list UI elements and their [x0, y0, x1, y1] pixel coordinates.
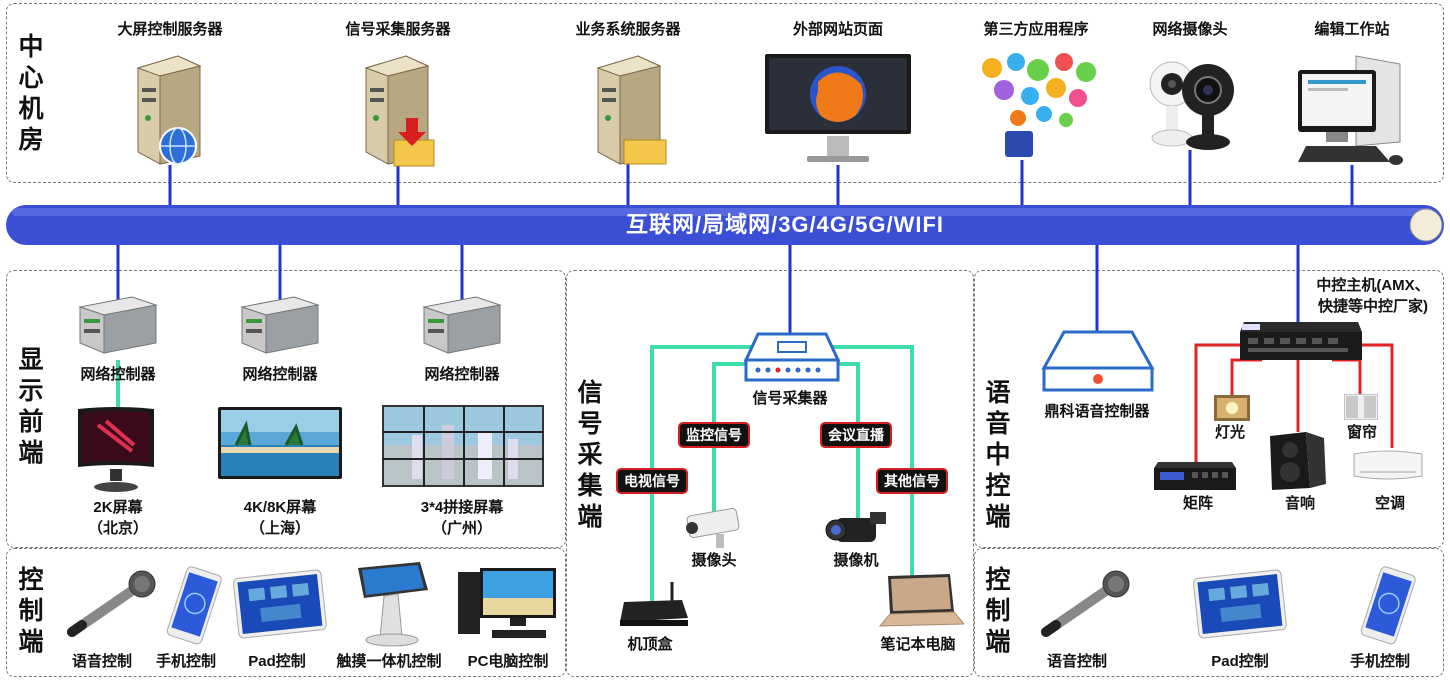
screen-label-3: 3*4拼接屏幕 （广州）	[421, 497, 504, 539]
section-label-voice: 语音中控端	[985, 379, 1011, 531]
controller-label-2: 网络控制器	[242, 366, 318, 383]
voice-device-label-light: 灯光	[1214, 424, 1246, 441]
section-label-control-left: 控制端	[18, 566, 44, 656]
ctrl-left-label-1: 手机控制	[155, 653, 217, 670]
voice-device-label-matrix: 矩阵	[1182, 495, 1214, 512]
ctrl-left-label-2: Pad控制	[248, 653, 306, 670]
control-right-box	[974, 548, 1444, 677]
touch-kiosk-icon	[358, 562, 428, 647]
signal-pill-meeting: 会议直播	[820, 422, 892, 448]
display-front-box	[6, 270, 566, 548]
phone-icon	[166, 566, 222, 645]
surveillance-camera-icon	[686, 508, 740, 548]
network-controller-1-icon	[78, 296, 158, 354]
matrix-icon	[1154, 462, 1236, 490]
control-left-box	[6, 548, 566, 677]
server-globe-icon	[136, 55, 202, 165]
set-top-box-icon	[620, 582, 688, 626]
central-host-label: 中控主机(AMX、 快捷等中控厂家)	[1316, 275, 1429, 317]
microphone-icon	[67, 570, 156, 637]
network-controller-2-icon	[240, 296, 320, 354]
air-conditioner-icon	[1353, 450, 1423, 480]
central-host-icon	[1240, 322, 1362, 360]
screen-label-2: 4K/8K屏幕 （上海）	[244, 497, 317, 539]
source-label-camera: 摄像头	[691, 552, 737, 569]
server-download-icon	[364, 55, 435, 167]
screen-city-2: （上海）	[249, 520, 310, 537]
bus-label: 互联网/局域网/3G/4G/5G/WIFI	[625, 212, 945, 237]
ctrl-right-label-1: Pad控制	[1211, 653, 1269, 670]
screen-name-3: 3*4拼接屏幕	[420, 499, 504, 516]
server-folder-icon	[596, 55, 667, 165]
ctrl-right-label-2: 手机控制	[1349, 653, 1411, 670]
center-device-label-1: 信号采集服务器	[345, 21, 451, 38]
center-room-box	[6, 3, 1444, 183]
pad-icon	[232, 569, 327, 639]
ctrl-left-label-0: 语音控制	[71, 653, 133, 670]
ctrl-left-label-3: 触摸一体机控制	[336, 653, 442, 670]
center-device-label-6: 编辑工作站	[1314, 21, 1390, 38]
video-camera-icon	[825, 512, 886, 542]
section-label-display: 显示前端	[18, 346, 44, 467]
central-host-line2: 快捷等中控厂家)	[1318, 298, 1428, 315]
section-label-center: 中心机房	[18, 33, 44, 154]
controller-label-3: 网络控制器	[424, 366, 500, 383]
phone-right-icon	[1360, 566, 1416, 645]
central-host-line1: 中控主机(AMX、	[1316, 277, 1430, 294]
signal-pill-other: 其他信号	[876, 468, 948, 494]
network-camera-icon	[1149, 61, 1234, 150]
signal-collector-label: 信号采集器	[752, 390, 828, 407]
screen-label-1: 2K屏幕 （北京）	[88, 497, 148, 539]
signal-collector-icon	[744, 332, 840, 382]
screen-city-1: （北京）	[87, 520, 149, 537]
center-device-label-0: 大屏控制服务器	[117, 21, 223, 38]
voice-controller-label: 鼎科语音控制器	[1044, 403, 1150, 420]
section-label-signal: 信号采集端	[577, 379, 603, 531]
voice-device-label-speaker: 音响	[1284, 495, 1316, 512]
workstation-icon	[1298, 55, 1403, 165]
screen-name-1: 2K屏幕	[93, 499, 143, 516]
source-label-laptop: 笔记本电脑	[880, 636, 956, 653]
microphone-right-icon	[1041, 570, 1130, 637]
controller-label-1: 网络控制器	[80, 366, 156, 383]
signal-pill-tv: 电视信号	[616, 468, 688, 494]
section-label-control-right: 控制端	[985, 566, 1011, 656]
network-controller-3-icon	[422, 296, 502, 354]
ctrl-right-label-0: 语音控制	[1046, 653, 1108, 670]
voice-box	[974, 270, 1444, 548]
screen-city-3: （广州）	[431, 520, 492, 537]
voice-controller-icon	[1041, 330, 1155, 392]
curtain-icon	[1344, 394, 1378, 420]
screen-name-2: 4K/8K屏幕	[243, 499, 317, 516]
voice-device-label-ac: 空调	[1374, 495, 1406, 512]
signal-pill-monitor: 监控信号	[678, 422, 750, 448]
pc-icon	[458, 568, 556, 638]
center-device-label-3: 外部网站页面	[792, 21, 884, 38]
third-party-apps-icon	[982, 53, 1096, 159]
source-label-stb: 机顶盒	[627, 636, 673, 653]
center-device-label-4: 第三方应用程序	[983, 21, 1089, 38]
ctrl-left-label-4: PC电脑控制	[467, 653, 549, 670]
screen-splice-icon	[382, 405, 544, 487]
laptop-icon	[878, 574, 964, 627]
light-icon	[1214, 395, 1250, 421]
speaker-icon	[1270, 432, 1326, 490]
browser-monitor-icon	[765, 54, 911, 162]
center-device-label-5: 网络摄像头	[1152, 21, 1228, 38]
voice-device-label-curtain: 窗帘	[1346, 424, 1378, 441]
screen-4k-icon	[218, 407, 342, 479]
source-label-camcorder: 摄像机	[833, 552, 879, 569]
center-device-label-2: 业务系统服务器	[575, 21, 681, 38]
screen-2k-icon	[78, 407, 154, 492]
signal-box	[566, 270, 974, 677]
pad-right-icon	[1192, 569, 1287, 639]
